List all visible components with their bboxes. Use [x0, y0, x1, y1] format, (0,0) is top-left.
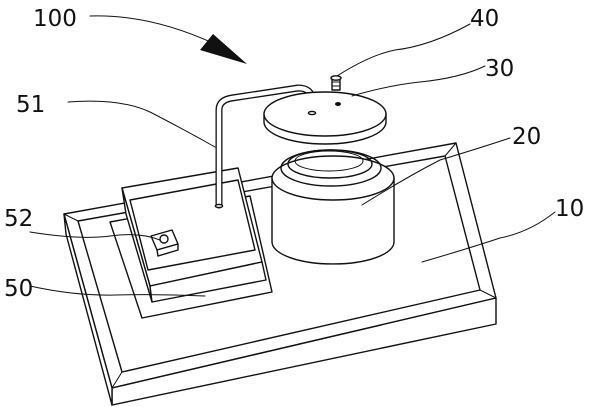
arrow-shaft [89, 15, 216, 45]
base-plate-left-side [63, 213, 113, 406]
leader-30 [351, 65, 486, 97]
label-52: 52 [4, 206, 33, 232]
cup-body [271, 177, 395, 265]
control-box [109, 167, 273, 319]
label-100: 100 [33, 6, 77, 32]
fitting [150, 229, 179, 257]
bevel-corner-1 [63, 213, 79, 222]
label-10: 10 [555, 196, 584, 222]
cup-opening [294, 150, 364, 172]
assembly-arrow [89, 15, 247, 64]
label-50: 50 [4, 276, 33, 302]
leader-50 [29, 285, 206, 297]
pipe-end-bottom [214, 203, 224, 209]
leader-40 [336, 23, 471, 77]
label-30: 30 [485, 56, 514, 82]
leader-51 [67, 100, 216, 148]
bevel-corner-4 [111, 371, 123, 389]
fitting-hole [159, 234, 169, 244]
label-51: 51 [16, 92, 45, 118]
lid [263, 91, 387, 145]
screw [330, 75, 342, 91]
box-front-side [149, 261, 267, 303]
arrow-head [200, 34, 247, 64]
reference-labels: 100 40 30 51 20 10 52 50 [4, 6, 584, 302]
bevel-corner-3 [479, 289, 497, 299]
bevel-corner-2 [444, 142, 457, 157]
leader-10 [421, 211, 556, 263]
lid-pipe-inlet [307, 110, 317, 116]
lid-port [335, 102, 341, 106]
leader-20 [361, 137, 511, 206]
lid-top [263, 91, 387, 137]
leader-lines [29, 23, 556, 297]
label-40: 40 [470, 6, 499, 32]
box-step [129, 179, 256, 271]
fitting-block-side [156, 243, 179, 257]
leader-52 [29, 231, 161, 241]
label-20: 20 [512, 124, 541, 150]
cup-ring-inner [287, 149, 373, 179]
screw-head [330, 75, 342, 81]
cup [271, 149, 395, 265]
